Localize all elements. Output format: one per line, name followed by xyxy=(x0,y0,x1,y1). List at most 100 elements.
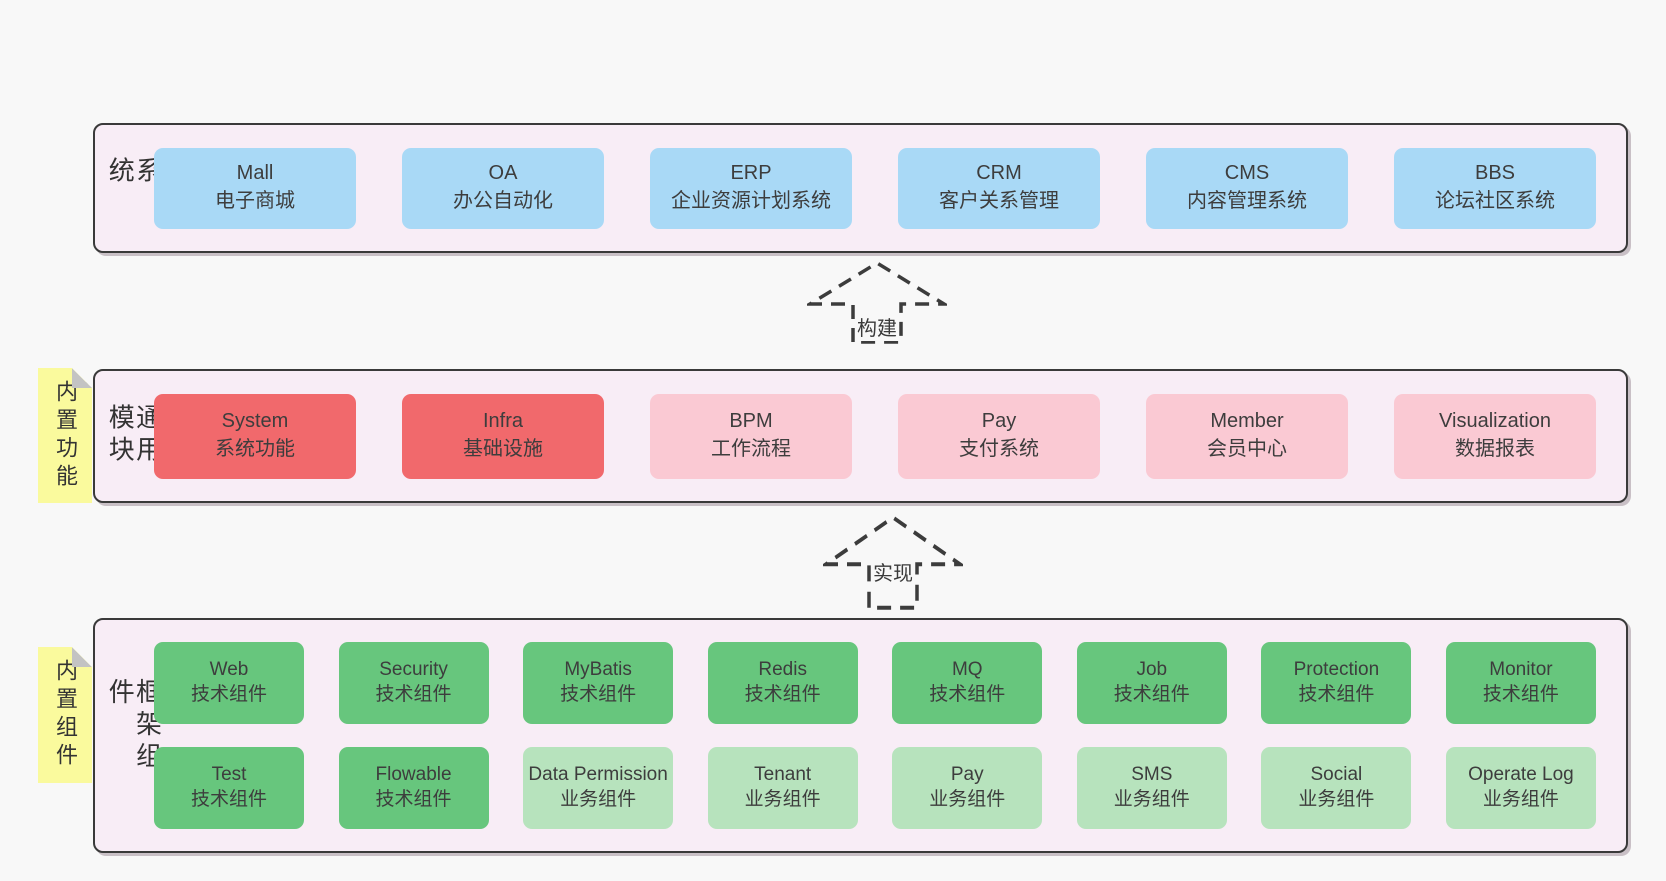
card-subtitle: 技术组件 xyxy=(190,789,267,810)
components-row-1: Web 技术组件 Security 技术组件 MyBatis 技术组件 Redi… xyxy=(154,642,1596,724)
card-title: Member xyxy=(1210,410,1284,433)
card-title: OA xyxy=(488,162,518,185)
card-job: Job 技术组件 xyxy=(1076,642,1227,724)
card-subtitle: 业务组件 xyxy=(560,789,637,810)
card-title: Redis xyxy=(758,659,807,681)
card-title: Job xyxy=(1136,659,1168,681)
components-row-2: Test 技术组件 Flowable 技术组件 Data Permission … xyxy=(154,747,1596,829)
card-web: Web 技术组件 xyxy=(154,642,304,724)
card-crm: CRM 客户关系管理 xyxy=(898,147,1100,229)
card-sms: SMS 业务组件 xyxy=(1076,747,1227,829)
card-subtitle: 业务组件 xyxy=(1298,789,1375,810)
card-title: Security xyxy=(379,659,448,681)
card-title: ERP xyxy=(730,162,772,185)
card-mybatis: MyBatis 技术组件 xyxy=(523,642,674,724)
dashed-up-arrow-icon xyxy=(807,260,947,344)
card-title: Mall xyxy=(236,162,274,185)
card-title: MyBatis xyxy=(564,659,632,681)
sticky-note-built-in-components: 内置组件 xyxy=(38,647,92,783)
card-title: Social xyxy=(1310,764,1363,786)
card-subtitle: 业务组件 xyxy=(1482,789,1559,810)
card-subtitle: 技术组件 xyxy=(929,684,1006,705)
card-subtitle: 基础设施 xyxy=(463,438,543,460)
sticky-note-label: 内置组件 xyxy=(53,659,78,771)
card-oa: OA 办公自动化 xyxy=(402,147,604,229)
card-mq: MQ 技术组件 xyxy=(892,642,1043,724)
arrow-implement: 实现 xyxy=(823,514,963,610)
arrow-build-label: 构建 xyxy=(855,312,899,341)
card-bbs: BBS 论坛社区系统 xyxy=(1394,147,1596,229)
sticky-note-label: 内置功能 xyxy=(53,379,78,492)
card-protection: Protection 技术组件 xyxy=(1261,642,1412,724)
band-modules-content: System 系统功能 Infra 基础设施 BPM 工作流程 Pay 支付系统… xyxy=(154,371,1596,501)
card-subtitle: 业务组件 xyxy=(1113,789,1190,810)
band-components-content: Web 技术组件 Security 技术组件 MyBatis 技术组件 Redi… xyxy=(154,620,1596,851)
card-subtitle: 技术组件 xyxy=(375,789,452,810)
sticky-note-built-in-functions: 内置功能 xyxy=(38,368,92,503)
card-monitor: Monitor 技术组件 xyxy=(1445,642,1596,724)
card-social: Social 业务组件 xyxy=(1261,747,1412,829)
card-subtitle: 内容管理系统 xyxy=(1187,190,1307,212)
card-title: CRM xyxy=(976,162,1022,185)
card-subtitle: 技术组件 xyxy=(560,684,637,705)
card-tenant: Tenant 业务组件 xyxy=(707,747,858,829)
card-pay-component: Pay 业务组件 xyxy=(892,747,1043,829)
card-system: System 系统功能 xyxy=(154,393,356,479)
card-subtitle: 数据报表 xyxy=(1455,438,1535,460)
card-subtitle: 业务组件 xyxy=(744,789,821,810)
card-subtitle: 技术组件 xyxy=(1482,684,1559,705)
card-title: SMS xyxy=(1131,764,1173,786)
card-subtitle: 办公自动化 xyxy=(453,190,553,212)
card-subtitle: 支付系统 xyxy=(959,438,1039,460)
card-subtitle: 电子商城 xyxy=(215,190,295,212)
arrow-build: 构建 xyxy=(807,260,947,344)
card-title: Web xyxy=(209,659,249,681)
card-title: Infra xyxy=(482,410,524,433)
card-visualization: Visualization 数据报表 xyxy=(1394,393,1596,479)
card-subtitle: 客户关系管理 xyxy=(939,190,1059,212)
dashed-up-arrow-icon xyxy=(823,515,963,610)
card-subtitle: 技术组件 xyxy=(1113,684,1190,705)
card-title: Data Permission xyxy=(528,764,668,786)
band-framework-components: 框架组件 Web 技术组件 Security 技术组件 MyBatis 技术组件… xyxy=(93,618,1628,853)
card-title: BBS xyxy=(1474,162,1516,185)
card-member: Member 会员中心 xyxy=(1146,393,1348,479)
card-title: System xyxy=(221,410,289,433)
card-mall: Mall 电子商城 xyxy=(154,147,356,229)
arrow-implement-label: 实现 xyxy=(871,557,915,586)
card-title: BPM xyxy=(729,410,773,433)
card-subtitle: 论坛社区系统 xyxy=(1435,190,1555,212)
card-title: Pay xyxy=(950,764,984,786)
card-title: Protection xyxy=(1293,659,1380,681)
card-title: Visualization xyxy=(1439,410,1551,433)
card-operate-log: Operate Log 业务组件 xyxy=(1445,747,1596,829)
card-subtitle: 会员中心 xyxy=(1207,438,1287,460)
band-modules-label: 通用模块 xyxy=(105,403,163,468)
card-redis: Redis 技术组件 xyxy=(707,642,858,724)
card-flowable: Flowable 技术组件 xyxy=(338,747,489,829)
card-subtitle: 技术组件 xyxy=(375,684,452,705)
card-test: Test 技术组件 xyxy=(154,747,304,829)
card-title: Tenant xyxy=(754,764,812,786)
card-cms: CMS 内容管理系统 xyxy=(1146,147,1348,229)
card-security: Security 技术组件 xyxy=(338,642,489,724)
card-title: Monitor xyxy=(1489,659,1553,681)
band-common-modules: 通用模块 System 系统功能 Infra 基础设施 BPM 工作流程 Pay… xyxy=(93,369,1628,503)
card-title: Operate Log xyxy=(1468,764,1574,786)
band-business-systems: 业务系统 Mall 电子商城 OA 办公自动化 ERP 企业资源计划系统 CRM… xyxy=(93,123,1628,253)
card-pay-module: Pay 支付系统 xyxy=(898,393,1100,479)
band-business-content: Mall 电子商城 OA 办公自动化 ERP 企业资源计划系统 CRM 客户关系… xyxy=(154,125,1596,251)
card-subtitle: 企业资源计划系统 xyxy=(671,190,831,212)
card-subtitle: 系统功能 xyxy=(215,438,295,460)
card-title: Test xyxy=(211,764,247,786)
card-infra: Infra 基础设施 xyxy=(402,393,604,479)
card-title: CMS xyxy=(1224,162,1270,185)
card-bpm: BPM 工作流程 xyxy=(650,393,852,479)
card-subtitle: 业务组件 xyxy=(929,789,1006,810)
card-subtitle: 技术组件 xyxy=(744,684,821,705)
card-subtitle: 工作流程 xyxy=(711,438,791,460)
card-subtitle: 技术组件 xyxy=(1298,684,1375,705)
card-subtitle: 技术组件 xyxy=(190,684,267,705)
band-components-label: 框架组件 xyxy=(105,677,163,774)
